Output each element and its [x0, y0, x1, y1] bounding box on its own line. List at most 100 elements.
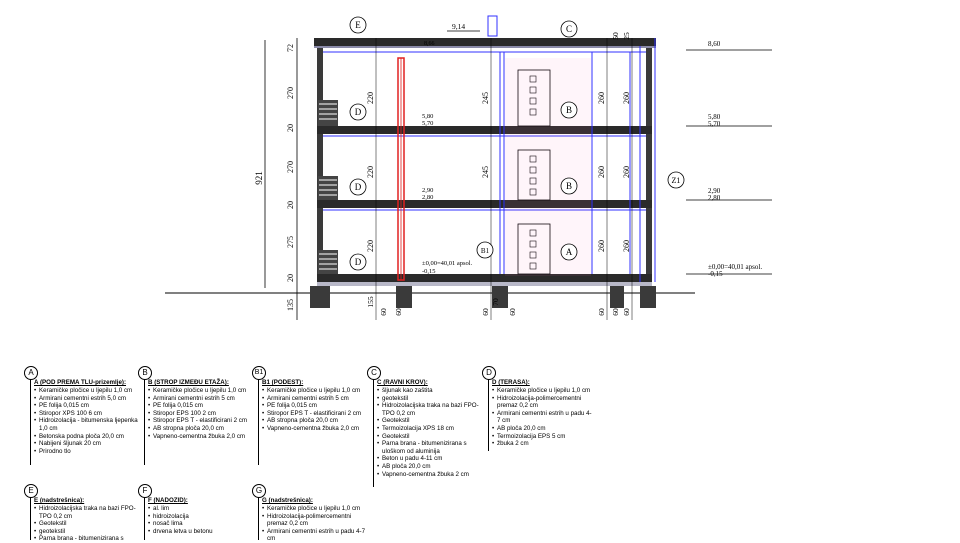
legend-item: Vapneno-cementna žbuka 2,0 cm: [262, 425, 361, 433]
legend-item: Armirani cementni estrih 5 cm: [262, 395, 361, 403]
legend-items: Keramičke pločice u ljepilu 1,0 cm Armir…: [148, 387, 247, 440]
legend-item: Termoizolacija XPS 18 cm: [377, 425, 479, 433]
col-dim-label: 260: [622, 240, 631, 252]
bubble-label: D: [355, 182, 362, 192]
legend-items: Keramičke pločice u ljepilu 1,0 cm Hidro…: [262, 505, 370, 543]
right-level: ±0,00=40,01 apsol.: [708, 263, 762, 271]
left-dim-label: 20: [286, 124, 295, 132]
right-level: 5,80: [708, 113, 721, 121]
pink-zone: [505, 58, 591, 276]
right-level: 5,70: [708, 120, 721, 128]
floor-slab-2: [317, 126, 652, 134]
legend-items: Keramičke pločice u ljepilu 1,0 cm Hidro…: [492, 387, 594, 448]
legend-letter: B: [138, 366, 152, 380]
legend-letter: D: [482, 366, 496, 380]
left-dim-label: 270: [286, 87, 295, 99]
legend-item: Stiropor EPS T - elastificirani 2 cm: [262, 410, 361, 418]
bubble-label: D: [355, 107, 362, 117]
legend-item: Stiropor XPS 100 6 cm: [34, 410, 142, 418]
bubble-label: C: [566, 24, 572, 34]
right-level: 2,80: [708, 194, 721, 202]
legend-item: Geotekstil: [34, 520, 136, 528]
col-dim-label: 260: [622, 166, 631, 178]
legend-title: D (TERASA):: [492, 379, 530, 386]
legend-item: Stiropor EPS 100 2 cm: [148, 410, 247, 418]
insulation-lines: [323, 38, 656, 282]
roof-level-text: 8,66: [424, 41, 435, 47]
stair-lines: [397, 57, 405, 281]
legend-letter: E: [24, 484, 38, 498]
legend-f: F F (NADOZID): al. lim hidroizolacija no…: [138, 484, 248, 540]
legend-item: žbuka 2 cm: [492, 440, 594, 448]
bottom-dim-label: 25: [622, 32, 631, 40]
inner-level: -0,15: [422, 268, 436, 275]
col-dim-label: 260: [597, 166, 606, 178]
legend-a: A A (POD PREMA TLU-prizemlje): Keramičke…: [24, 366, 142, 466]
right-level: 8,60: [708, 40, 721, 48]
detail-tag-circle: [667, 171, 685, 189]
col-dim-label: 245: [481, 166, 490, 178]
legend-item: AB ploča 20,0 cm: [377, 463, 479, 471]
legend-title: B1 (PODEST):: [262, 379, 304, 386]
bottom-dim-label: 60: [611, 308, 620, 316]
roof-slab: [314, 38, 656, 46]
terrace-railing-lines: [319, 103, 337, 270]
legend-items: Keramičke pločice u ljepilu 1,0 cm Armir…: [34, 387, 142, 455]
legend-item: Vapneno-cementna žbuka 2,0 cm: [148, 433, 247, 441]
legend-item: Hidroizolacija - bitumenska ljepenka 1,0…: [34, 417, 142, 432]
col-dim-label: 260: [622, 92, 631, 104]
legend-letter: F: [138, 484, 152, 498]
legend-item: geotekstil: [377, 395, 479, 403]
legend-item: Hidroizolacijska traka na bazi FPO-TPO 0…: [34, 505, 136, 520]
right-level: -0,15: [708, 270, 723, 278]
bottom-dim-label: 60: [622, 308, 631, 316]
legend-item: Keramičke pločice u ljepilu 1,0 cm: [148, 387, 247, 395]
legend-item: Stiropor EPS T - elastificirani 2 cm: [148, 417, 247, 425]
left-dim-label: 72: [286, 44, 295, 52]
legend-item: PE folija 0,015 cm: [148, 402, 247, 410]
col-dim-label: 245: [481, 92, 490, 104]
ground-slab-hatch: [317, 282, 652, 286]
legend-item: Beton u padu 4-11 cm: [377, 455, 479, 463]
bubble-label: A: [566, 247, 573, 257]
legend-item: Keramičke pločice u ljepilu 1,0 cm: [262, 505, 370, 513]
bubble-label: E: [355, 20, 361, 30]
bottom-dim-label: 60: [597, 308, 606, 316]
legend-item: AB ploča 20,0 cm: [492, 425, 594, 433]
detail-tag-text: Z1: [672, 176, 681, 185]
legend-item: AB stropna ploča 20,0 cm: [262, 417, 361, 425]
right-level-labels: 8,60 5,80 5,70 2,90 2,80 ±0,00=40,01 aps…: [708, 40, 762, 278]
bottom-dim-label: 60: [508, 308, 517, 316]
col-dim-label: 220: [366, 92, 375, 104]
legend-item: Hidroizolacija-polimercementni premaz 0,…: [262, 513, 370, 528]
doors: [517, 69, 551, 275]
left-wall: [317, 38, 323, 290]
legend-item: Parna brana - bitumenizirana s: [34, 535, 136, 543]
right-level: 2,90: [708, 187, 721, 195]
legend-g: G G (nadstrešnica): Keramičke pločice u …: [252, 484, 370, 543]
bottom-dim-label: 70: [491, 298, 500, 306]
inner-level: 2,90: [422, 187, 433, 194]
legend-items: šljunak kao zaštita geotekstil Hidroizol…: [377, 387, 479, 478]
bottom-dim-label: 60: [379, 308, 388, 316]
inner-level-labels: 5,80 5,70 2,90 2,80 ±0,00=40,01 apsol. -…: [422, 113, 473, 275]
left-dim-label: 135: [286, 299, 295, 311]
legend-item: PE folija 0,015 cm: [34, 402, 142, 410]
left-dim-label: 20: [286, 201, 295, 209]
right-level-lines: [686, 49, 772, 275]
legend-item: Keramičke pločice u ljepilu 1,0 cm: [34, 387, 142, 395]
bottom-dim-label: 50: [611, 32, 620, 40]
legend-title: F (NADOZID):: [148, 497, 188, 504]
legend-item: AB stropna ploča 20,0 cm: [148, 425, 247, 433]
legend-item: Armirani cementni estrih u padu 4-7 cm: [492, 410, 594, 425]
legend-b1: B1 B1 (PODEST): Keramičke pločice u ljep…: [252, 366, 364, 466]
legend-items: Keramičke pločice u ljepilu 1,0 cm Armir…: [262, 387, 361, 433]
legend-item: Armirani cementni estrih 5,0 cm: [34, 395, 142, 403]
top-level-text: 9,14: [452, 22, 465, 31]
inner-level: 5,70: [422, 120, 433, 127]
legend-item: Armirani cementni estrih u padu 4-7 cm: [262, 528, 370, 543]
bubble-label: B: [566, 181, 572, 191]
bubble-label: B1: [481, 247, 490, 255]
legend-title: C (RAVNI KROV):: [377, 379, 428, 386]
